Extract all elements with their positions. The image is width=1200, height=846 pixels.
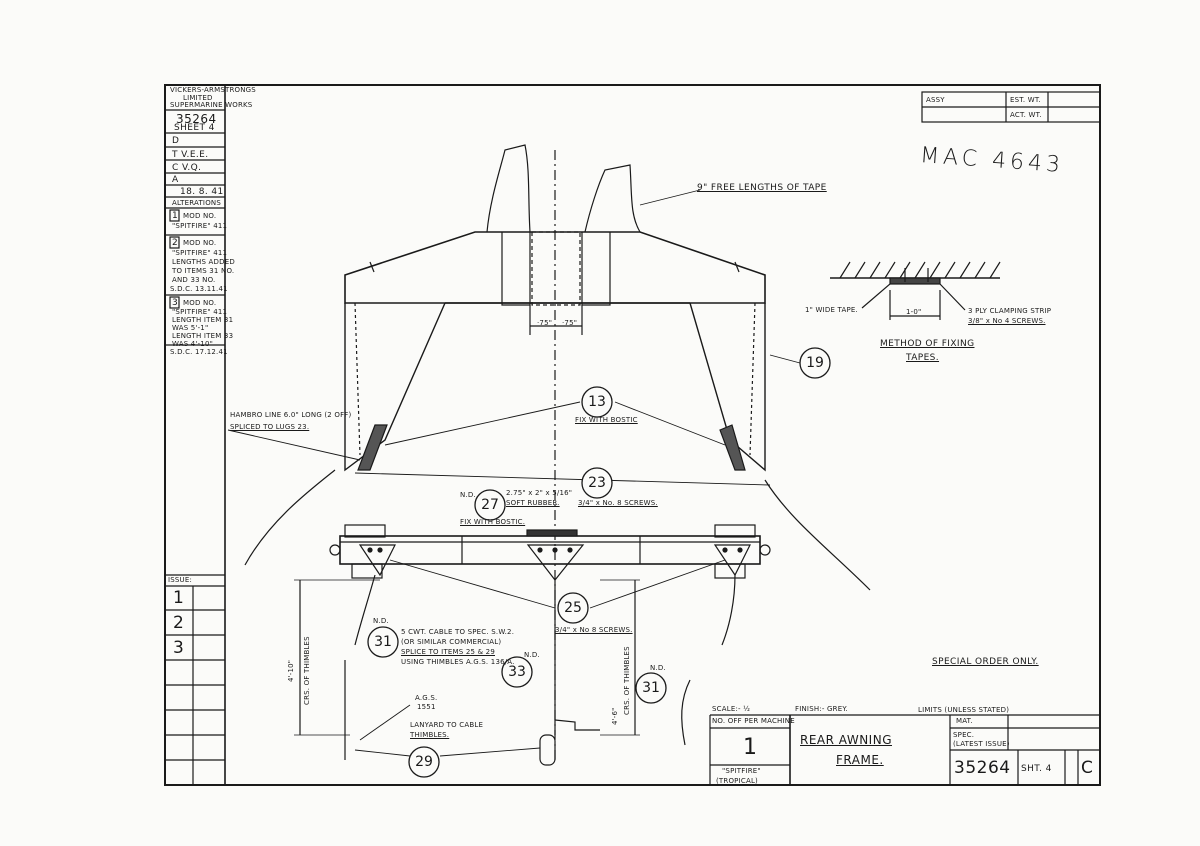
- dim-75-left: ·75": [537, 319, 553, 327]
- note-fix-bostic: FIX WITH BOSTIC: [575, 416, 638, 424]
- alteration-3-line-3: LENGTH ITEM 31: [172, 316, 234, 324]
- est-wt-label: EST. WT.: [1010, 96, 1041, 104]
- title-no-off: 1: [743, 735, 757, 760]
- alteration-1-line-2: "SPITFIRE" 411: [172, 222, 228, 230]
- alteration-3-line-4: WAS 5'-1": [172, 324, 209, 332]
- note-nd-31-left: N.D.: [373, 617, 389, 625]
- stamp-company-1: VICKERS-ARMSTRONGS: [170, 86, 256, 94]
- note-wide-tape: 1" WIDE TAPE.: [805, 306, 858, 314]
- stamp-row-d: D: [172, 136, 180, 146]
- dim-75-right: ·75": [562, 319, 578, 327]
- alteration-1-line-1: MOD NO.: [183, 212, 217, 220]
- alteration-2-line-1: MOD NO.: [183, 239, 217, 247]
- note-hambro-2: SPLICED TO LUGS 23.: [230, 423, 310, 431]
- stamp-date: 18. 8. 41: [180, 187, 224, 197]
- note-hambro-1: HAMBRO LINE 6.0" LONG (2 OFF): [230, 411, 352, 419]
- stamp-company-3: SUPERMARINE WORKS: [170, 101, 253, 109]
- alteration-2-number: 2: [172, 238, 179, 248]
- drawing-title-1: REAR AWNING: [800, 733, 892, 747]
- note-one-foot: 1-0": [906, 308, 922, 316]
- item-13-label: 13: [588, 394, 606, 410]
- dim-left-sub: CRS. OF THIMBLES: [303, 636, 311, 705]
- issue-3: 3: [173, 638, 185, 658]
- dim-right-sub: CRS. OF THIMBLES: [623, 646, 631, 715]
- title-machine-1: "SPITFIRE": [722, 767, 761, 775]
- note-screws-25: 3/4" x No 8 SCREWS.: [555, 626, 633, 634]
- note-rubber-2: SOFT RUBBER.: [506, 499, 560, 507]
- note-cable-3: SPLICE TO ITEMS 25 & 29: [401, 648, 495, 656]
- note-cable-1: 5 CWT. CABLE TO SPEC. S.W.2.: [401, 628, 515, 636]
- title-issue-letter: C: [1081, 758, 1094, 778]
- note-lanyard-1: LANYARD TO CABLE: [410, 721, 484, 729]
- drawing-title-2: FRAME.: [836, 753, 884, 767]
- item-33-label: 33: [508, 664, 526, 680]
- issue-2: 2: [173, 613, 185, 633]
- note-nd-31-right: N.D.: [650, 664, 666, 672]
- title-mat: MAT.: [956, 717, 973, 725]
- note-method-1: METHOD OF FIXING: [880, 339, 975, 349]
- note-cable-2: (OR SIMILAR COMMERCIAL): [401, 638, 502, 646]
- note-method-2: TAPES.: [906, 353, 940, 363]
- item-31-left-label: 31: [374, 634, 392, 650]
- dim-left: 4'-10": [287, 659, 295, 682]
- item-19-label: 19: [806, 355, 824, 371]
- alteration-2-line-2: "SPITFIRE" 411: [172, 249, 228, 257]
- alteration-3-line-7: S.D.C. 17.12.41: [170, 348, 228, 356]
- title-limits: LIMITS (UNLESS STATED): [918, 706, 1010, 714]
- note-clamp-1: 3 PLY CLAMPING STRIP: [968, 307, 1052, 315]
- note-nd-33: N.D.: [524, 651, 540, 659]
- title-no-off-label: NO. OFF PER MACHINE: [712, 717, 795, 725]
- note-rubber-1: 2.75" x 2" x 5/16": [506, 489, 573, 497]
- dim-right: 4'-6": [611, 707, 619, 725]
- alteration-3-line-5: LENGTH ITEM 33: [172, 332, 234, 340]
- item-27-label: 27: [481, 497, 499, 513]
- stamp-row-c: C V.Q.: [172, 163, 202, 173]
- item-23-label: 23: [588, 475, 606, 491]
- assy-label: ASSY: [926, 96, 945, 104]
- title-spec-2: (LATEST ISSUE): [953, 740, 1010, 748]
- stamp-company-2: LIMITED: [183, 94, 213, 102]
- note-fix-bostic-27: FIX WITH BOSTIC.: [460, 518, 526, 526]
- note-cable-4: USING THIMBLES A.G.S. 136/A.: [401, 658, 515, 666]
- stamp-alterations-header: ALTERATIONS: [172, 199, 221, 207]
- alteration-3-number: 3: [172, 298, 179, 308]
- stamp-row-a: A: [172, 175, 179, 185]
- note-ags-2: 1551: [417, 703, 436, 711]
- alteration-3-line-2: "SPITFIRE" 411: [172, 308, 228, 316]
- alteration-2-line-6: S.D.C. 13.11.41: [170, 285, 228, 293]
- note-screws-23: 3/4" x No. 8 SCREWS.: [578, 499, 658, 507]
- note-free-tape: 9" FREE LENGTHS OF TAPE: [697, 183, 827, 193]
- issue-header: ISSUE:: [168, 576, 193, 584]
- item-29-label: 29: [415, 754, 433, 770]
- title-machine-2: (TROPICAL): [716, 777, 758, 785]
- note-special-order: SPECIAL ORDER ONLY.: [932, 657, 1039, 667]
- alteration-1-number: 1: [172, 211, 179, 221]
- note-clamp-2: 3/8" x No 4 SCREWS.: [968, 317, 1046, 325]
- title-finish: FINISH:- GREY.: [795, 705, 848, 713]
- stamp-sheet: SHEET 4: [174, 123, 215, 133]
- alteration-2-line-4: TO ITEMS 31 NO.: [172, 267, 235, 275]
- issue-1: 1: [173, 588, 185, 608]
- title-spec-1: SPEC.: [953, 731, 975, 739]
- border-frame: [164, 84, 1101, 786]
- alteration-2-line-5: AND 33 NO.: [172, 276, 216, 284]
- alteration-3-line-1: MOD NO.: [183, 299, 217, 307]
- stamp-drawing-number: 35264: [176, 112, 217, 126]
- title-sheet: SHT. 4: [1021, 764, 1052, 774]
- alteration-2-line-3: LENGTHS ADDED: [172, 258, 235, 266]
- stamp-row-t: T V.E.E.: [172, 150, 209, 160]
- title-scale: SCALE:- ½: [712, 705, 751, 713]
- title-drawing-number: 35264: [954, 758, 1011, 778]
- item-25-label: 25: [564, 600, 582, 616]
- alteration-3-line-6: WAS 4'-10": [172, 340, 214, 348]
- note-ags-1: A.G.S.: [415, 694, 438, 702]
- note-lanyard-2: THIMBLES.: [410, 731, 450, 739]
- act-wt-label: ACT. WT.: [1010, 111, 1042, 119]
- note-nd-27: N.D.: [460, 491, 476, 499]
- item-31-right-label: 31: [642, 680, 660, 696]
